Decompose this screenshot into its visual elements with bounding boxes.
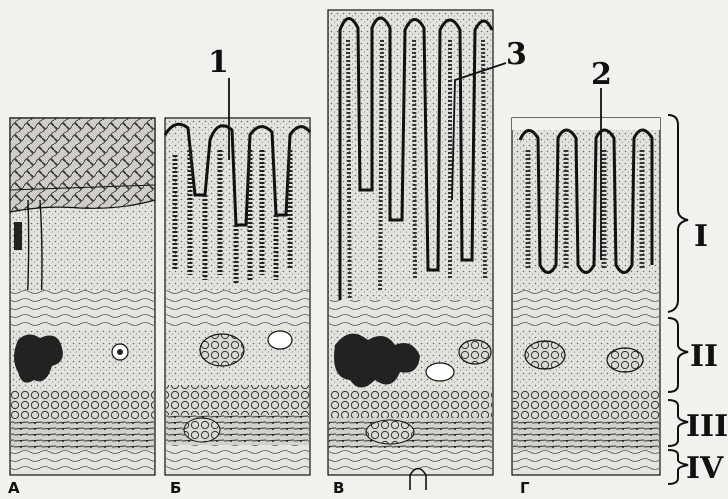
layer-label-4: IV [686,451,724,486]
panel-letter-c: В [333,479,344,497]
label-1: 1 [208,45,229,80]
label-3: 3 [506,37,527,72]
layer-label-1: I [694,219,708,254]
panel-letter-b: Б [170,479,181,497]
panel-d [512,118,660,475]
label-2: 2 [591,57,612,92]
panel-letter-a: А [8,479,20,497]
panel-letter-d: Г [520,479,530,497]
panel-a [10,118,155,475]
layer-label-3: III [686,409,728,444]
panel-c [328,10,493,490]
layer-label-2: II [690,339,718,374]
panel-b [165,118,310,475]
